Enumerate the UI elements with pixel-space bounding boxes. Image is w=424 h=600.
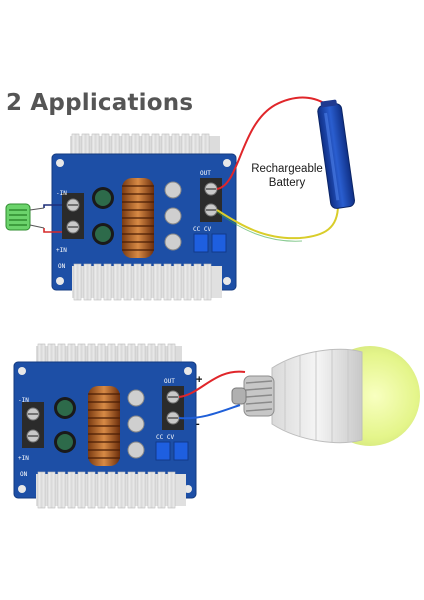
label-in-minus: -IN bbox=[18, 397, 29, 404]
red-wire bbox=[178, 370, 246, 398]
label-in-plus: +IN bbox=[18, 455, 29, 462]
green-resistor bbox=[5, 203, 62, 233]
label-cc-cv: CC CV bbox=[156, 434, 174, 441]
screw-terminal-output bbox=[200, 178, 222, 222]
battery-label: Rechargeable Battery bbox=[246, 162, 328, 190]
label-out: OUT bbox=[164, 378, 175, 385]
heatsink bbox=[72, 263, 222, 301]
capacitor bbox=[164, 181, 182, 251]
polarity-plus: + bbox=[196, 374, 203, 386]
inductor-coil bbox=[122, 178, 154, 258]
polarity-minus: - bbox=[196, 418, 200, 430]
led-bulb bbox=[231, 346, 420, 446]
label-on: ON bbox=[58, 263, 66, 270]
top-converter-board: -IN +IN ON bbox=[51, 133, 237, 301]
inductor-coil bbox=[88, 386, 120, 466]
capacitor bbox=[127, 389, 145, 459]
label-in-minus: -IN bbox=[56, 190, 67, 197]
screw-terminal-input bbox=[22, 402, 44, 448]
label-in-plus: +IN bbox=[56, 247, 67, 254]
yellow-wire bbox=[216, 204, 339, 240]
battery-label-line1: Rechargeable bbox=[251, 163, 323, 175]
screw-terminal-output bbox=[162, 386, 184, 430]
heatsink bbox=[36, 471, 186, 509]
battery-label-line2: Battery bbox=[268, 177, 306, 189]
capacitor bbox=[54, 397, 76, 453]
label-on: ON bbox=[20, 471, 28, 478]
rechargeable-battery bbox=[317, 99, 355, 209]
blue-wire bbox=[178, 404, 241, 420]
bottom-converter-board: -IN +IN ON OUT CC CV bbox=[13, 343, 197, 509]
page-title: 2 Applications bbox=[6, 90, 194, 116]
capacitor bbox=[92, 187, 114, 245]
red-wire bbox=[216, 96, 331, 190]
screw-terminal-input bbox=[62, 193, 84, 239]
label-cc-cv: CC CV bbox=[193, 226, 211, 233]
label-out: OUT bbox=[200, 170, 211, 177]
